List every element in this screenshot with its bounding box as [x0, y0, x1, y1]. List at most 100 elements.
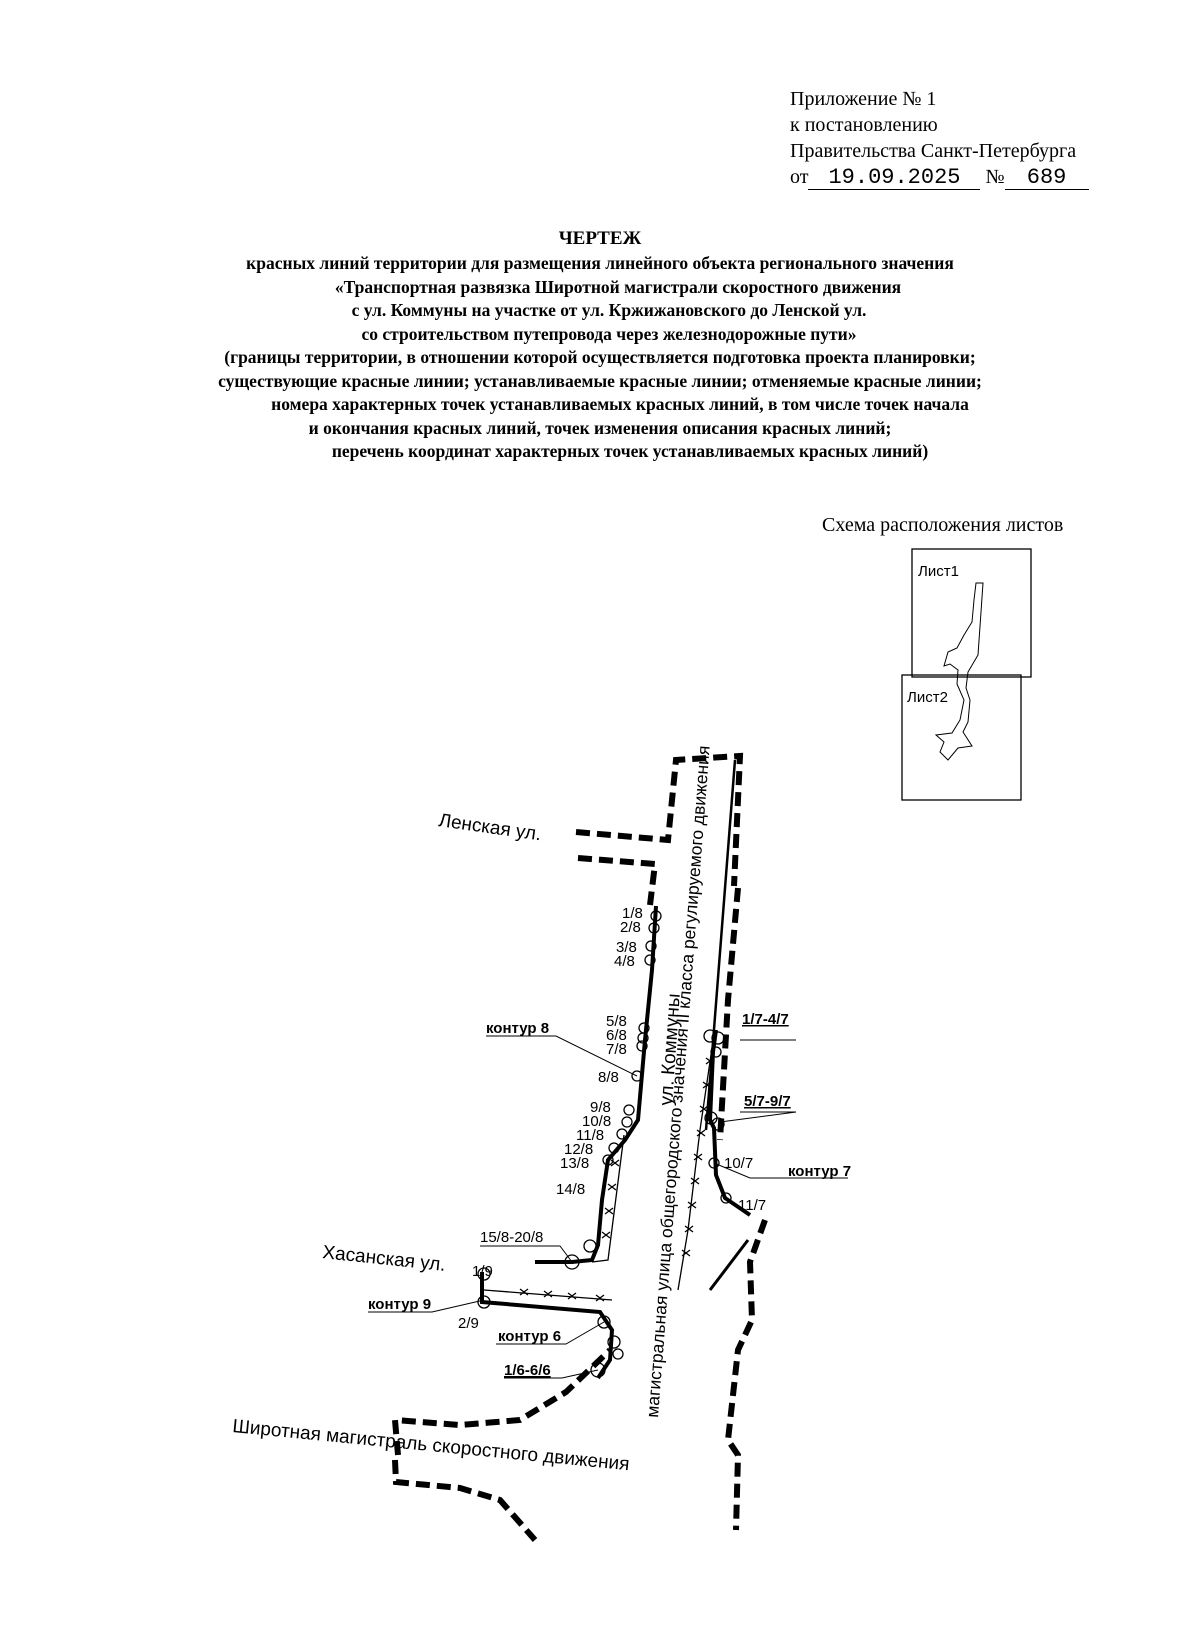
title-line-9: перечень координат характерных точек уст… — [331, 441, 929, 461]
point-circle-1-8 — [650, 910, 662, 922]
label-5-8: 5/8 — [606, 1013, 627, 1030]
sheet2-label: Лист2 — [907, 689, 948, 706]
label-7-8: 7/8 — [606, 1041, 627, 1058]
label-6-8: 6/8 — [606, 1027, 627, 1044]
label-10-8: 10/8 — [582, 1113, 611, 1130]
leader-lines — [368, 1035, 848, 1379]
cancelled-line-khasanskaya — [483, 1289, 613, 1301]
point-circle-11-8 — [616, 1128, 628, 1140]
point-circle-2-8 — [648, 922, 660, 934]
contour-8-line — [535, 905, 658, 1264]
label-15-20-8: 15/8-20/8 — [480, 1229, 543, 1246]
number-label: № — [985, 166, 1005, 188]
point-circle-7-8 — [636, 1040, 648, 1052]
from-label: от — [790, 166, 809, 188]
point-circle-4-8 — [644, 954, 656, 966]
contour-6-label: контур 6 — [498, 1328, 561, 1345]
point-circle-9-8 — [623, 1104, 635, 1116]
scheme-caption: Схема расположения листов — [822, 514, 1064, 536]
label-9-8: 9/8 — [590, 1099, 611, 1116]
label-3-8: 3/8 — [616, 939, 637, 956]
point-circle-3-6 — [607, 1335, 621, 1349]
label-1-6-6: 1/6-6/6 — [504, 1362, 551, 1379]
boundary-east-north — [717, 887, 741, 1141]
label-8-8: 8/8 — [598, 1069, 619, 1086]
boundary-shirotnaya-south — [392, 1459, 538, 1542]
overpass-stroke — [708, 1239, 750, 1291]
label-14-8: 14/8 — [556, 1181, 585, 1198]
point-labels: 1/8 2/8 3/8 4/8 5/8 6/8 7/8 8/8 9/8 10/8… — [458, 905, 791, 1379]
appendix-block: Приложение № 1 к постановлению Правитель… — [790, 86, 1150, 190]
point-circle-20-8 — [564, 1254, 580, 1270]
appendix-line-2: к постановлению — [790, 114, 938, 136]
point-circle-3-8 — [645, 940, 657, 952]
appendix-line-1: Приложение № 1 — [790, 88, 937, 110]
point-circle-11-7 — [720, 1192, 732, 1204]
boundary-lenskaya-inner — [577, 855, 659, 906]
point-circle-13-8 — [602, 1154, 614, 1166]
title-line-3: с ул. Коммуны на участке от ул. Кржижано… — [351, 300, 867, 320]
sheet1-label: Лист1 — [918, 563, 959, 580]
street-khasanskaya: Хасанская ул. — [321, 1242, 446, 1276]
title-line-7: номера характерных точек устанавливаемых… — [271, 394, 969, 414]
point-circle-8-8 — [631, 1070, 643, 1082]
point-circle-1-7 — [703, 1029, 717, 1043]
characteristic-points — [477, 910, 732, 1378]
contour-7-line — [707, 1029, 752, 1217]
sheet-scheme: Лист1 Лист2 — [901, 548, 1032, 801]
label-10-7: 10/7 — [724, 1155, 753, 1172]
point-circle-1-9 — [477, 1267, 491, 1281]
label-11-8: 11/8 — [576, 1127, 604, 1144]
point-circle-9-7 — [711, 1117, 725, 1131]
contour-7-label: контур 7 — [788, 1163, 851, 1180]
point-circle-4-7 — [711, 1031, 725, 1045]
point-circle-15-8 — [583, 1239, 597, 1253]
territory-outline-mini — [934, 582, 984, 761]
contour-9-label: контур 9 — [368, 1296, 431, 1313]
point-circle-6-8 — [637, 1032, 649, 1044]
point-circle-2-9 — [477, 1295, 491, 1309]
sheet2-frame — [901, 674, 1022, 801]
title-line-6: существующие красные линии; устанавливае… — [218, 370, 982, 391]
point-circle-1-6 — [597, 1315, 611, 1329]
document-title: ЧЕРТЕЖ красных линий территории для разм… — [100, 226, 1100, 464]
territory-boundary — [391, 752, 768, 1542]
title-line-4: со строительством путепровода через желе… — [361, 323, 857, 344]
street-magistral: магистральная улица общегородского значе… — [642, 745, 714, 1419]
cancel-crosses — [519, 1057, 715, 1302]
point-circle-10-8 — [621, 1116, 633, 1128]
title-line-2: «Транспортная развязка Широтной магистра… — [334, 276, 902, 297]
sheet1-frame — [911, 548, 1032, 678]
cancelled-lines — [483, 1047, 715, 1302]
cancelled-line-contour8 — [591, 1134, 625, 1263]
point-circle-10-7 — [708, 1157, 720, 1169]
street-lenskaya: Ленская ул. — [437, 810, 542, 845]
label-2-9: 2/9 — [458, 1315, 479, 1332]
boundary-north — [575, 752, 744, 887]
appendix-line-3: Правительства Санкт-Петербурга — [790, 140, 1077, 162]
label-2-8: 2/8 — [620, 919, 641, 936]
label-1-4-7: 1/7-4/7 — [742, 1011, 789, 1028]
label-12-8: 12/8 — [564, 1141, 593, 1158]
contour-8-label: контур 8 — [486, 1020, 549, 1037]
point-circle-4b-7 — [710, 1046, 722, 1058]
point-circle-4-6 — [612, 1348, 624, 1360]
label-13-8: 13/8 — [560, 1155, 589, 1172]
red-lines — [480, 905, 752, 1380]
point-circle-12-8 — [608, 1142, 620, 1154]
decree-number: 689 — [1004, 167, 1089, 190]
label-4-8: 4/8 — [614, 953, 635, 970]
title-line-8: и окончания красных линий, точек изменен… — [308, 417, 892, 438]
title-line-1: красных линий территории для размещения … — [246, 253, 954, 273]
label-11-7: 11/7 — [738, 1197, 766, 1214]
label-1-9: 1/9 — [472, 1263, 493, 1280]
label-5-9-7: 5/7-9/7 — [744, 1093, 791, 1110]
title-heading: ЧЕРТЕЖ — [558, 228, 642, 249]
decree-date: 19.09.2025 — [808, 167, 981, 190]
label-1-8: 1/8 — [622, 905, 643, 922]
boundary-shirotnaya-north — [391, 1347, 613, 1456]
title-line-5: (границы территории, в отношении которой… — [224, 347, 976, 367]
point-circle-6-6 — [590, 1362, 606, 1378]
